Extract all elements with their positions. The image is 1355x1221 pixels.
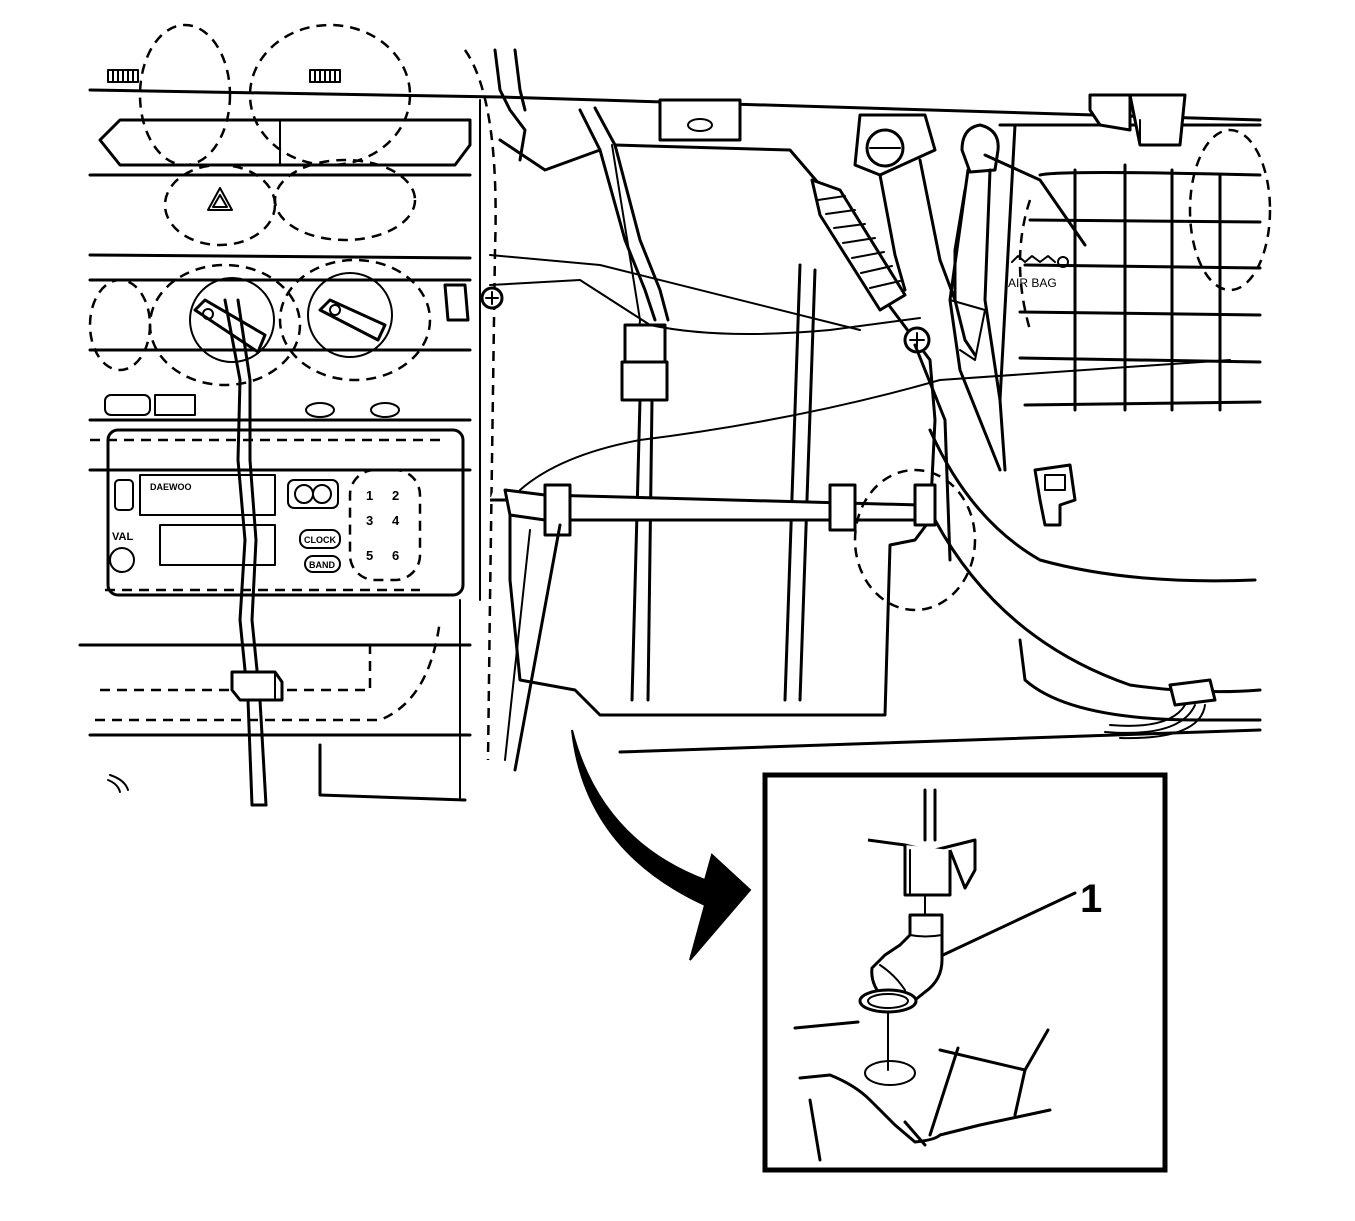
detail-pointer-arrow <box>571 729 752 961</box>
blower-electrical-connector <box>620 323 669 702</box>
bolt-head <box>853 113 937 177</box>
band-label: BAND <box>309 560 335 570</box>
blower-vent-grille <box>810 178 907 312</box>
airbag-module-area: AIR BAG <box>618 93 1272 754</box>
upper-vent-left <box>107 69 139 83</box>
callout-1-label: 1 <box>1080 877 1102 921</box>
upper-vent-center <box>309 69 341 83</box>
radio-brand-label: DAEWOO <box>150 482 192 492</box>
radio-head-unit: DAEWOO VAL CLOCK BAND 1 <box>106 428 465 597</box>
airbag-label-text: AIR BAG <box>1008 276 1057 290</box>
preset-buttons[interactable]: 1 2 3 4 5 6 <box>348 468 422 582</box>
blower-motor-housing <box>480 95 1262 772</box>
clock-label: CLOCK <box>304 535 336 545</box>
dashboard-center-panel: DAEWOO VAL CLOCK BAND 1 <box>78 23 527 807</box>
preset-5: 5 <box>366 548 373 563</box>
mounting-screw-left <box>480 286 504 310</box>
lower-right-connector <box>1104 678 1217 740</box>
preset-3: 3 <box>366 513 373 528</box>
clock-button[interactable]: CLOCK <box>299 529 341 549</box>
preset-1: 1 <box>366 488 373 503</box>
seek-buttons[interactable] <box>287 479 339 509</box>
preset-2: 2 <box>392 488 399 503</box>
airbag-label: AIR BAG <box>1008 255 1069 290</box>
fan-speed-knob[interactable] <box>307 272 393 358</box>
release-lever <box>948 123 1002 472</box>
hazard-button[interactable] <box>207 187 233 211</box>
cable-clip <box>230 670 284 702</box>
detail-inset: 1 <box>762 772 1168 1173</box>
preset-6: 6 <box>392 548 399 563</box>
drain-hose-elbow <box>858 913 944 1014</box>
preset-4: 4 <box>392 513 400 528</box>
band-button[interactable]: BAND <box>304 555 341 573</box>
volume-label: VAL <box>112 531 133 543</box>
volume-knob[interactable]: VAL <box>109 531 135 573</box>
